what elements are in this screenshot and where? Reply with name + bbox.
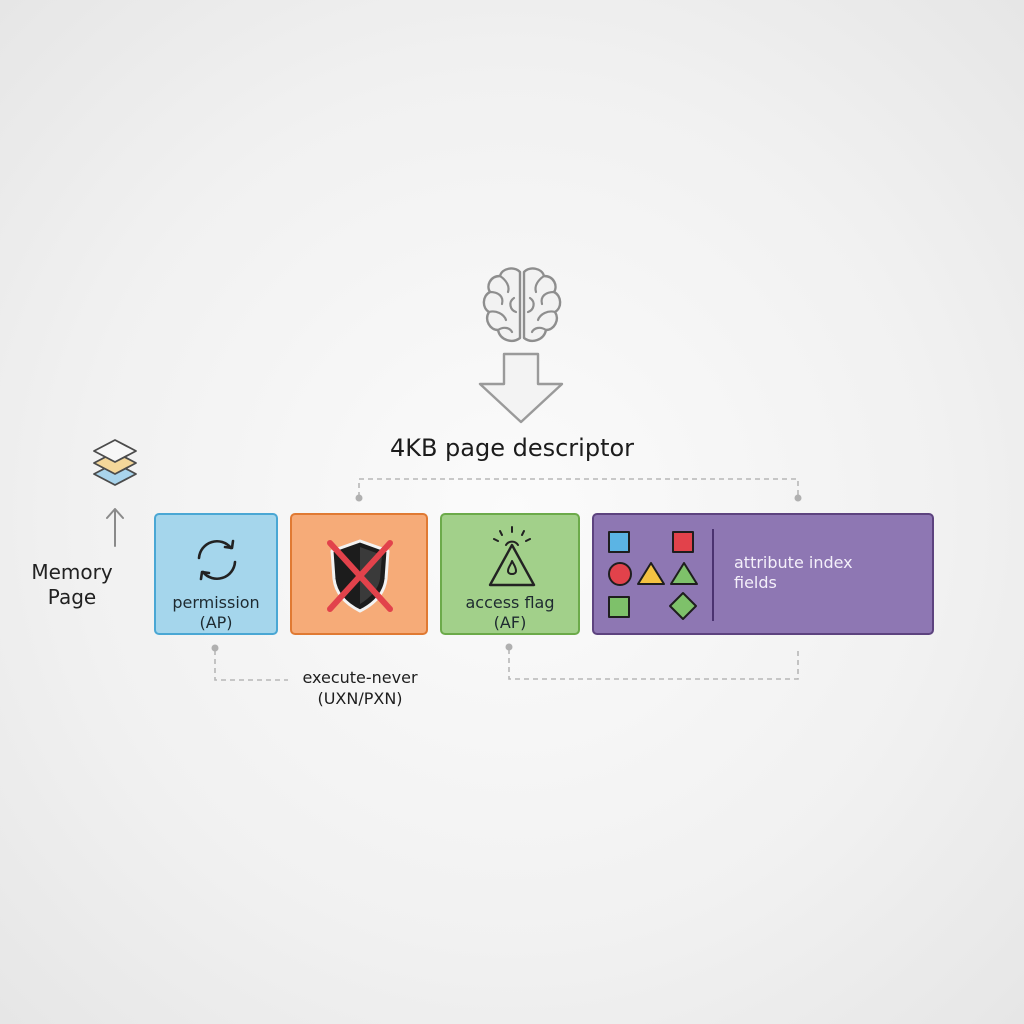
access-flag-field: access flag (AF)	[440, 513, 580, 635]
layers-icon	[93, 439, 137, 486]
refresh-icon	[197, 539, 237, 581]
execute-never-label: execute-never (UXN/PXN)	[302, 668, 418, 708]
attribute-divider	[712, 529, 714, 621]
down-arrow-icon	[478, 352, 564, 424]
up-arrow-icon	[106, 508, 124, 547]
permission-field: permission (AP)	[154, 513, 278, 635]
warning-triangle-icon	[488, 526, 536, 587]
crossed-shield-icon	[327, 539, 393, 613]
diagram-title: 4KB page descriptor	[389, 434, 635, 462]
attribute-index-field: attribute index fields	[592, 513, 934, 635]
execute-never-field	[290, 513, 428, 635]
memory-page-label: Memory Page	[31, 560, 113, 609]
brain-icon	[482, 267, 562, 342]
shapes-grid-icon	[608, 531, 698, 620]
